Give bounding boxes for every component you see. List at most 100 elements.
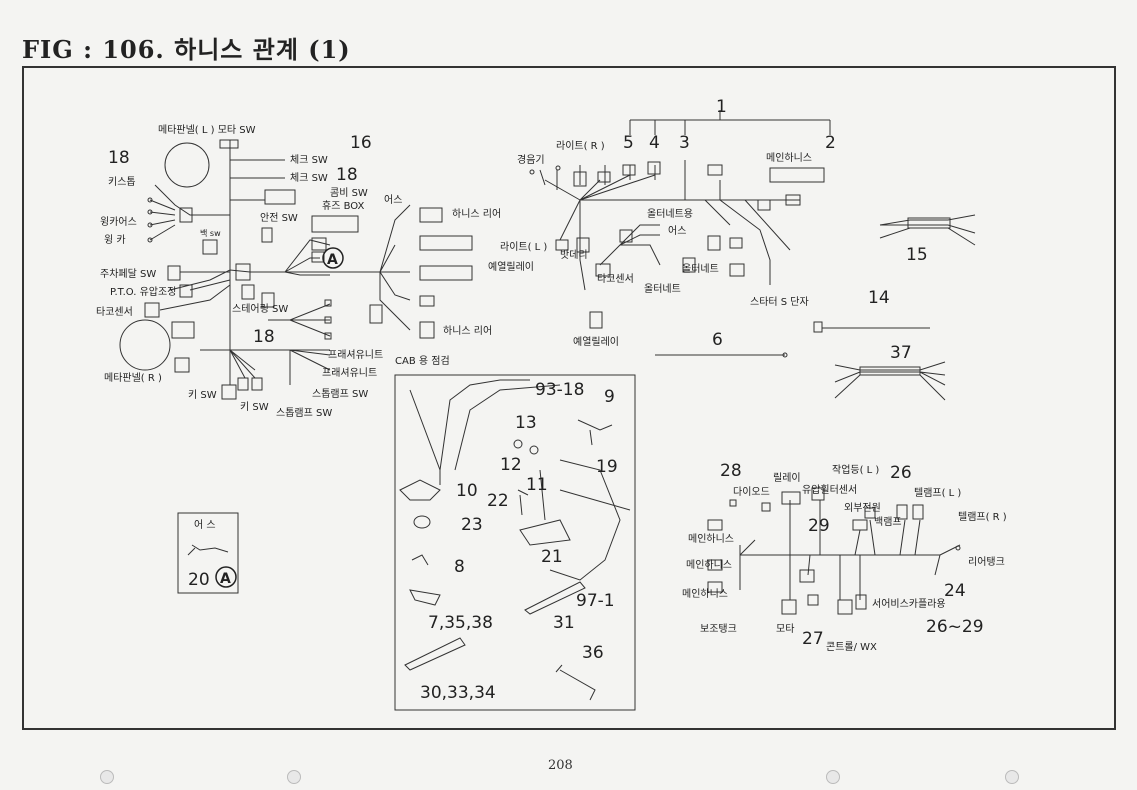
label-check-sw-1: 체크 SW [290, 154, 328, 166]
callout-8: 8 [454, 557, 465, 577]
label-key-switch: 키스톱 [108, 176, 136, 188]
main-harness-top-connector [769, 167, 825, 183]
label-taco-sensor-left: 타코센서 [96, 306, 133, 318]
label-winker-sw: 윙카어스 [100, 216, 137, 228]
label-alternator-for: 올터네트용 [647, 208, 693, 220]
callout-30-33-34: 30,33,34 [420, 683, 496, 703]
label-taco-sensor-mid: 타코센서 [597, 273, 634, 285]
label-fuse-box: 휴즈 BOX [322, 200, 364, 212]
callout-31: 31 [553, 613, 575, 633]
callout-1: 1 [716, 97, 727, 117]
page-title: FIG : 106. 하니스 관계 (1) [22, 35, 351, 64]
callout-9: 9 [604, 387, 615, 407]
label-safety-sw: 안전 SW [260, 212, 298, 224]
label-diode: 다이오드 [733, 486, 770, 498]
label-service-coupler: 서어비스카플라용 [872, 598, 946, 610]
label-main-harness-2: 메인하니스 [686, 558, 732, 571]
earth-detail-box [177, 512, 239, 594]
label-harness-rear-2: 하니스 리어 [443, 324, 492, 337]
punch-hole-3 [826, 770, 840, 784]
label-horn: 경음기 [517, 153, 545, 166]
callout-18-b: 18 [336, 165, 358, 185]
marker-a-2-label: A [220, 571, 231, 587]
label-back-lamp: 백램프 [874, 516, 902, 528]
wire-37 [834, 361, 946, 401]
label-tail-lamp-r: 텔램프( R ) [958, 511, 1007, 523]
back-sw-connector [202, 239, 218, 255]
label-oil-filter-sensor: 유압휠터센서 [802, 483, 857, 496]
marker-a-2 [215, 566, 237, 588]
label-relay: 릴레이 [773, 471, 801, 484]
callout-19: 19 [596, 457, 618, 477]
callout-37: 37 [890, 343, 912, 363]
callout-10: 10 [456, 481, 478, 501]
label-earth-top: 어스 [384, 194, 402, 206]
callout-26-29: 26~29 [926, 617, 984, 637]
callout-2: 2 [825, 133, 836, 153]
callout-5: 5 [623, 133, 634, 153]
callout-27: 27 [802, 629, 824, 649]
callout-23: 23 [461, 515, 483, 535]
label-pressure-unit-1: 프래셔유니트 [328, 349, 383, 361]
parts-detail-box [394, 374, 636, 711]
label-tail-lamp-l: 텔램프( L ) [914, 487, 961, 499]
label-back: 백 sw [200, 228, 221, 238]
marker-a-1-label: A [327, 252, 338, 268]
diagram-frame [22, 66, 1116, 730]
meter-panel-l-gauge [164, 142, 210, 188]
label-alternator-1: 올터네트 [682, 263, 719, 275]
callout-36: 36 [582, 643, 604, 663]
label-earth-mid: 어스 [668, 225, 686, 237]
callout-18-a: 18 [108, 148, 130, 168]
label-harness-rear-1: 하니스 리어 [452, 207, 501, 220]
safety-sw-connector [261, 227, 273, 243]
label-motor: 모타 [776, 623, 794, 635]
callout-12: 12 [500, 455, 522, 475]
callout-28: 28 [720, 461, 742, 481]
label-preheat-relay-2: 예열릴레이 [573, 335, 619, 348]
label-meter-panel-r: 메타판넬( R ) [104, 372, 162, 384]
label-preheat-relay-1: 예열릴레이 [488, 260, 534, 273]
callout-22: 22 [487, 491, 509, 511]
label-earth-box: 어 스 [194, 519, 216, 531]
callout-26: 26 [890, 463, 912, 483]
callout-3: 3 [679, 133, 690, 153]
label-starter-s-terminal: 스타터 S 단자 [750, 296, 809, 308]
label-main-harness-1: 메인하니스 [688, 532, 734, 545]
harness-rear-connector-1 [419, 207, 443, 223]
meter-panel-r-gauge [119, 319, 171, 371]
main-harness-1-bracket [629, 110, 831, 135]
callout-20: 20 [188, 570, 210, 590]
label-stop-lamp-sw-2: 스톱램프 SW [276, 407, 332, 419]
fuse-box [311, 215, 359, 233]
label-work-lamp-l: 작업등( L ) [832, 463, 879, 476]
callout-4: 4 [649, 133, 660, 153]
label-meter-panel-l: 메타판넬( L ) 모타 SW [158, 124, 256, 136]
callout-16: 16 [350, 133, 372, 153]
punch-hole-1 [100, 770, 114, 784]
callout-97-1: 97-1 [576, 591, 615, 611]
label-pressure-unit-2: 프래셔유니트 [322, 367, 377, 379]
harness-rear-connector-2 [419, 321, 435, 339]
label-pto: P.T.O. 유압조정 [110, 285, 176, 298]
marker-a-1 [322, 247, 344, 269]
label-key-sw-2: 키 SW [240, 401, 269, 413]
callout-24: 24 [944, 581, 966, 601]
label-battery: 밧데리 [560, 249, 588, 261]
label-external-power: 외부전원 [844, 502, 881, 514]
label-control-wx: 콘트롤/ WX [826, 641, 877, 653]
callout-18-c: 18 [253, 327, 275, 347]
label-parking-pedal-sw: 주차페달 SW [100, 268, 156, 280]
motor-sw-connector [219, 139, 239, 149]
label-steering-sw: 스테어링 SW [232, 303, 288, 315]
label-combi-sw: 콤비 SW [330, 187, 368, 199]
label-aux-tank: 보조탱크 [700, 623, 737, 635]
callout-13: 13 [515, 413, 537, 433]
label-check-sw-2: 체크 SW [290, 172, 328, 184]
callout-21: 21 [541, 547, 563, 567]
punch-hole-4 [1005, 770, 1019, 784]
callout-93-18: 93-18 [535, 380, 584, 400]
callout-11: 11 [526, 475, 548, 495]
label-light-r: 라이트( R ) [556, 140, 605, 152]
